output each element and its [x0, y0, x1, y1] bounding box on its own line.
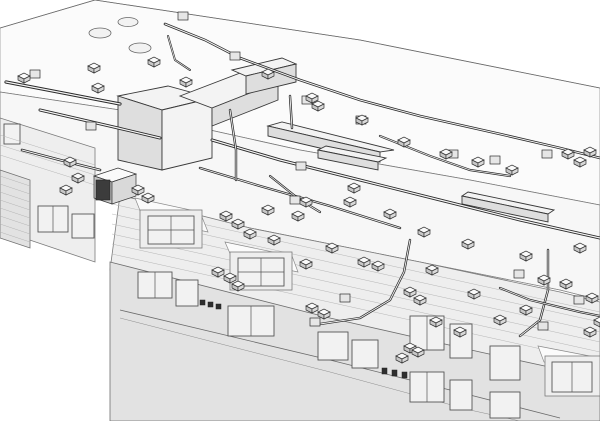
roof-unit[interactable]: [471, 156, 485, 168]
grille-icon: [95, 179, 111, 201]
roof-unit[interactable]: [397, 136, 411, 148]
roof-unit[interactable]: [261, 68, 275, 80]
left-wing-windows: [3, 123, 95, 239]
roof-unit[interactable]: [413, 294, 427, 306]
roof-unit[interactable]: [305, 92, 319, 104]
window: [71, 213, 95, 239]
roof-unit[interactable]: [299, 258, 313, 270]
roof-unit[interactable]: [59, 184, 73, 196]
roof-unit[interactable]: [261, 204, 275, 216]
round-vent: [88, 27, 112, 39]
roof-unit[interactable]: [87, 62, 101, 74]
roof-unit[interactable]: [453, 326, 467, 338]
roof-unit[interactable]: [417, 226, 431, 238]
mansard-shingles: [111, 203, 600, 363]
roof-unit[interactable]: [411, 346, 425, 358]
roof-unit[interactable]: [493, 314, 507, 326]
roof-unit[interactable]: [141, 192, 155, 204]
roof-unit[interactable]: [559, 278, 573, 290]
roof-unit[interactable]: [425, 264, 439, 276]
roof-unit[interactable]: [383, 208, 397, 220]
dormer-2: [224, 241, 299, 291]
roof-unit[interactable]: [357, 256, 371, 268]
roof-unit[interactable]: [519, 304, 533, 316]
roof-unit[interactable]: [355, 114, 369, 126]
roof-unit[interactable]: [519, 250, 533, 262]
roof-unit[interactable]: [395, 352, 409, 364]
roof-unit[interactable]: [325, 242, 339, 254]
roof-unit[interactable]: [573, 156, 587, 168]
roof-unit[interactable]: [231, 280, 245, 292]
roof-unit[interactable]: [291, 210, 305, 222]
roof-unit[interactable]: [573, 242, 587, 254]
roof-unit[interactable]: [305, 302, 319, 314]
roof-ridge-line: [0, 0, 600, 89]
round-vent: [117, 17, 139, 27]
roof-unit[interactable]: [403, 286, 417, 298]
roof-unit[interactable]: [219, 210, 233, 222]
roof-unit[interactable]: [583, 146, 597, 158]
roof-unit[interactable]: [429, 316, 443, 328]
air-handling-unit[interactable]: [92, 167, 138, 205]
roof-unit[interactable]: [439, 148, 453, 160]
roof-unit[interactable]: [403, 342, 417, 354]
roof-unit[interactable]: [243, 228, 257, 240]
dormer-3: [537, 345, 600, 397]
roof-unit[interactable]: [347, 182, 361, 194]
roof-unit[interactable]: [179, 76, 193, 88]
roof-unit[interactable]: [537, 274, 551, 286]
roof-equipment[interactable]: [17, 56, 600, 364]
roof-unit[interactable]: [317, 308, 331, 320]
window: [3, 123, 21, 145]
roof-unit[interactable]: [299, 196, 313, 208]
dormer-1: [134, 197, 209, 249]
left-wing-siding: [0, 175, 31, 243]
lower-facade-windows: [137, 271, 521, 419]
supply-duct[interactable]: [266, 121, 556, 223]
round-vent: [128, 42, 152, 54]
roof-unit[interactable]: [343, 196, 357, 208]
roof-unit[interactable]: [467, 288, 481, 300]
roof-unit[interactable]: [311, 100, 325, 112]
roof-unit[interactable]: [583, 326, 597, 338]
roof-unit[interactable]: [267, 234, 281, 246]
roof-unit[interactable]: [561, 148, 575, 160]
facade-louvres: [199, 299, 408, 379]
roof-unit[interactable]: [505, 164, 519, 176]
left-wing-side-wall: [0, 169, 31, 249]
roof-unit[interactable]: [371, 260, 385, 272]
roof-unit[interactable]: [71, 172, 85, 184]
mechanical-system[interactable]: [4, 11, 600, 364]
roof-unit[interactable]: [223, 272, 237, 284]
roof-unit[interactable]: [593, 316, 600, 328]
roof-unit[interactable]: [585, 292, 599, 304]
roof-vents: [88, 17, 152, 54]
roof-unit[interactable]: [231, 218, 245, 230]
roof-unit[interactable]: [91, 82, 105, 94]
pipe-network[interactable]: [4, 22, 600, 338]
roof-unit[interactable]: [211, 266, 225, 278]
roof-unit[interactable]: [147, 56, 161, 68]
roof-unit[interactable]: [131, 184, 145, 196]
roof-unit[interactable]: [63, 156, 77, 168]
roof-unit[interactable]: [17, 72, 31, 84]
roof-unit[interactable]: [461, 238, 475, 250]
